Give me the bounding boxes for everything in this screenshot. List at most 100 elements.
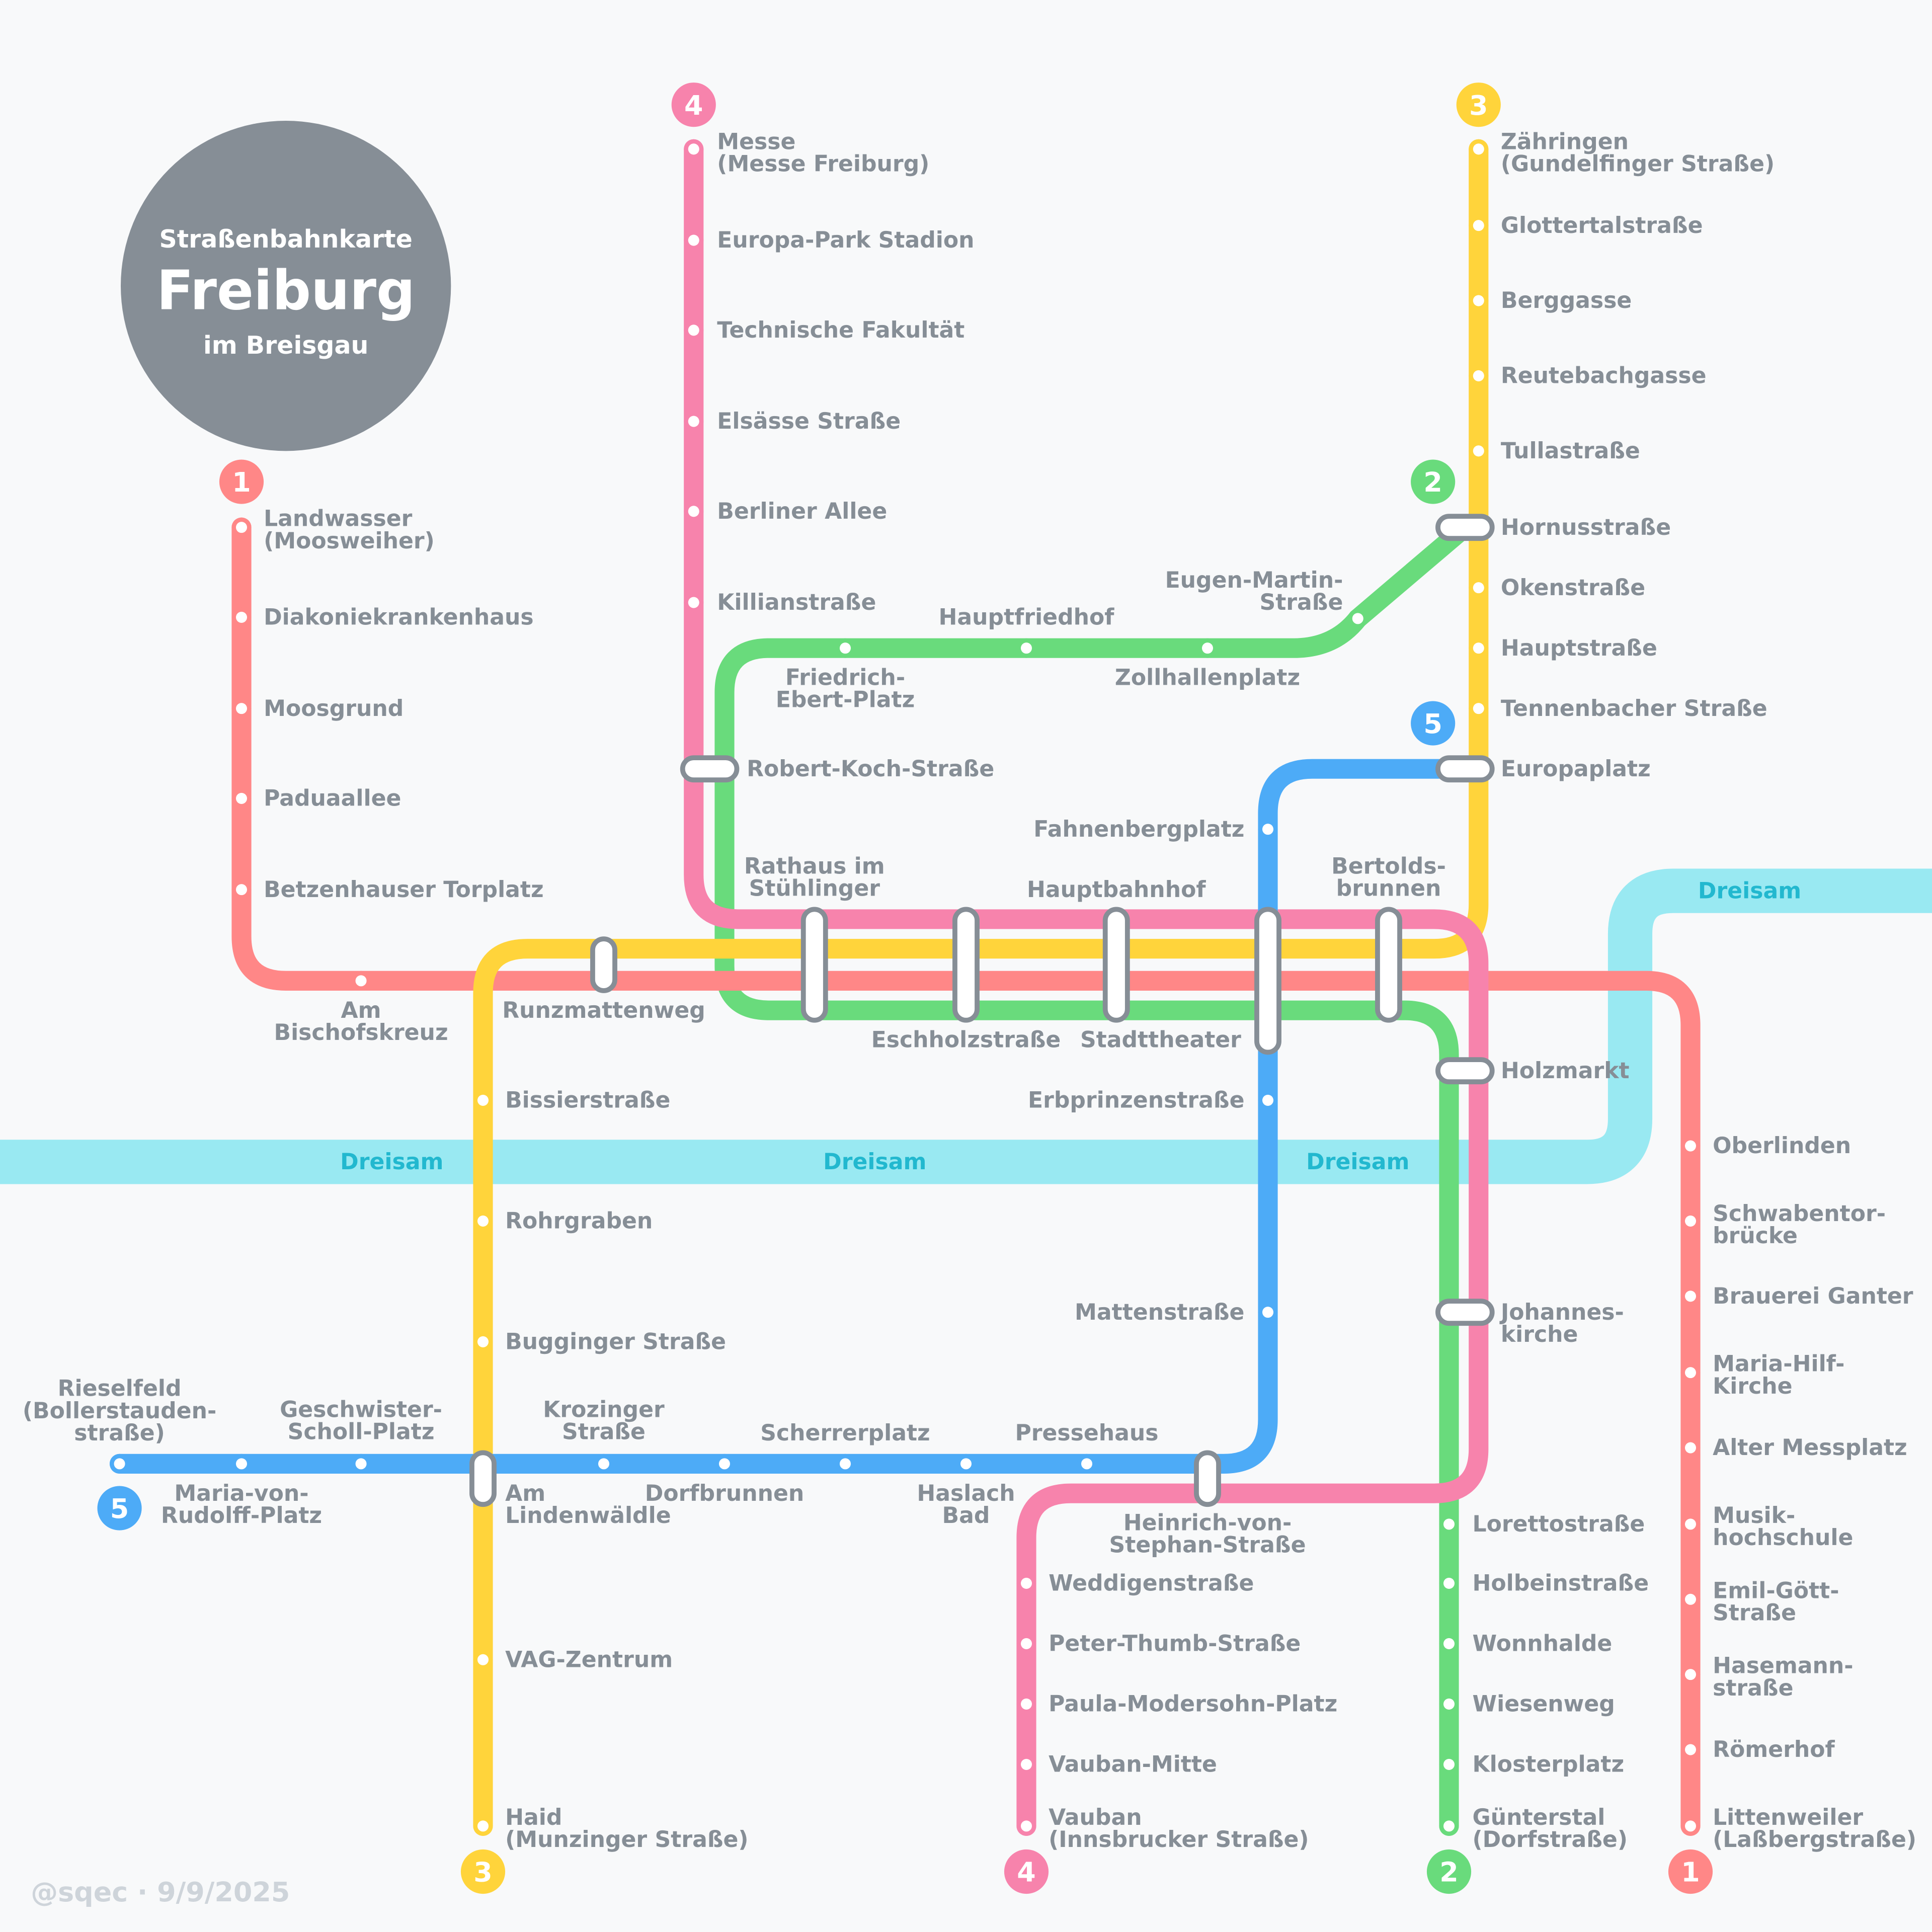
station-marker[interactable] xyxy=(1680,1362,1701,1383)
station-marker[interactable] xyxy=(1258,1302,1278,1322)
station-marker[interactable] xyxy=(231,517,252,537)
station-marker[interactable] xyxy=(1680,1589,1701,1609)
station-marker[interactable] xyxy=(1439,1573,1459,1593)
station-marker[interactable] xyxy=(231,607,252,627)
station-marker[interactable] xyxy=(1469,290,1489,311)
station-marker[interactable] xyxy=(1258,819,1278,839)
interchange-marker[interactable] xyxy=(1375,907,1402,1023)
station-marker[interactable] xyxy=(835,638,855,658)
station-marker[interactable] xyxy=(1077,1454,1097,1474)
station-marker[interactable] xyxy=(684,592,704,613)
station-label: Hauptbahnhof xyxy=(1027,877,1206,903)
station-marker[interactable] xyxy=(1439,1634,1459,1654)
station-marker[interactable] xyxy=(1469,366,1489,386)
station-marker[interactable] xyxy=(473,1090,493,1110)
station-label: Scherrerplatz xyxy=(760,1420,930,1446)
station-marker[interactable] xyxy=(835,1454,855,1474)
station-marker[interactable] xyxy=(1680,1211,1701,1231)
station-label-line: (Moosweiher) xyxy=(264,528,435,554)
station-label-line: Wonnhalde xyxy=(1473,1631,1613,1657)
station-marker[interactable] xyxy=(1680,1136,1701,1156)
station-marker[interactable] xyxy=(1680,1286,1701,1306)
station-label-line: Johannes- xyxy=(1499,1300,1624,1325)
interchange-marker[interactable] xyxy=(1435,1299,1495,1326)
station-marker[interactable] xyxy=(1016,1816,1036,1836)
station-label-line: Rudolff-Platz xyxy=(161,1503,322,1528)
station-marker[interactable] xyxy=(1680,1664,1701,1684)
line-number: 5 xyxy=(1423,708,1442,740)
station-marker[interactable] xyxy=(473,1816,493,1836)
interchange-marker[interactable] xyxy=(800,907,828,1023)
station-label-line: Tullastraße xyxy=(1501,438,1640,464)
station-marker[interactable] xyxy=(956,1454,976,1474)
station-label: Runzmattenweg xyxy=(502,998,705,1023)
station-marker[interactable] xyxy=(684,139,704,159)
interchange-marker[interactable] xyxy=(1194,1450,1221,1507)
station-marker[interactable] xyxy=(1016,1634,1036,1654)
station-label-line: Tennenbacher Straße xyxy=(1501,696,1767,721)
station-marker[interactable] xyxy=(1680,1514,1701,1534)
station-marker[interactable] xyxy=(1469,139,1489,159)
station-label-line: Rathaus im xyxy=(744,853,885,879)
station-marker[interactable] xyxy=(351,971,371,991)
station-marker[interactable] xyxy=(684,411,704,432)
station-marker[interactable] xyxy=(684,230,704,251)
station-label: Paduaallee xyxy=(264,786,401,812)
station-label: Stadttheater xyxy=(1080,1027,1241,1053)
station-marker[interactable] xyxy=(1439,1754,1459,1775)
station-marker[interactable] xyxy=(1016,1573,1036,1593)
station-label: Tennenbacher Straße xyxy=(1501,696,1767,721)
station-marker[interactable] xyxy=(1439,1514,1459,1534)
station-marker[interactable] xyxy=(594,1454,614,1474)
station-marker[interactable] xyxy=(231,788,252,809)
station-label-line: (Innsbrucker Straße) xyxy=(1049,1827,1309,1853)
station-marker[interactable] xyxy=(1469,215,1489,235)
station-marker[interactable] xyxy=(1469,578,1489,598)
station-marker[interactable] xyxy=(473,1211,493,1231)
station-label: Eugen-Martin-Straße xyxy=(1165,568,1343,615)
interchange-marker[interactable] xyxy=(1254,907,1281,1055)
station-marker[interactable] xyxy=(1016,638,1036,658)
station-label-line: Europaplatz xyxy=(1501,756,1651,782)
interchange-marker[interactable] xyxy=(590,936,617,993)
station-marker[interactable] xyxy=(1258,1090,1278,1110)
interchange-marker[interactable] xyxy=(1435,1057,1495,1085)
station-marker[interactable] xyxy=(1469,698,1489,718)
station-marker[interactable] xyxy=(351,1454,371,1474)
river-dreisam xyxy=(0,868,1932,1184)
interchange-marker[interactable] xyxy=(469,1450,497,1507)
station-marker[interactable] xyxy=(1680,1739,1701,1760)
interchange-marker[interactable] xyxy=(1102,907,1130,1023)
station-marker[interactable] xyxy=(231,698,252,718)
interchange-marker[interactable] xyxy=(952,907,980,1023)
station-marker[interactable] xyxy=(714,1454,735,1474)
interchange-marker[interactable] xyxy=(1435,755,1495,783)
interchange-marker[interactable] xyxy=(680,755,740,783)
station-marker[interactable] xyxy=(1348,608,1368,628)
station-label-line: brunnen xyxy=(1336,875,1441,901)
station-marker[interactable] xyxy=(684,320,704,340)
station-label: Rieselfeld(Bollerstauden-straße) xyxy=(23,1376,216,1446)
line-2-track xyxy=(714,517,1475,1836)
station-label-line: Haid xyxy=(505,1805,562,1830)
line-1-badge: 1 xyxy=(1668,1849,1713,1894)
station-marker[interactable] xyxy=(1469,638,1489,658)
station-marker[interactable] xyxy=(231,1454,252,1474)
station-marker[interactable] xyxy=(1469,441,1489,461)
station-marker[interactable] xyxy=(473,1650,493,1670)
station-marker[interactable] xyxy=(684,501,704,521)
station-marker[interactable] xyxy=(1197,638,1218,658)
station-marker[interactable] xyxy=(1439,1694,1459,1714)
station-marker[interactable] xyxy=(109,1454,130,1474)
station-marker[interactable] xyxy=(1680,1437,1701,1458)
station-label-line: Musik- xyxy=(1713,1503,1795,1528)
station-marker[interactable] xyxy=(1680,1816,1701,1836)
interchange-marker[interactable] xyxy=(1435,514,1495,541)
station-marker[interactable] xyxy=(1439,1816,1459,1836)
station-marker[interactable] xyxy=(1016,1694,1036,1714)
station-marker[interactable] xyxy=(1016,1754,1036,1775)
station-marker[interactable] xyxy=(231,879,252,900)
station-marker[interactable] xyxy=(473,1332,493,1352)
